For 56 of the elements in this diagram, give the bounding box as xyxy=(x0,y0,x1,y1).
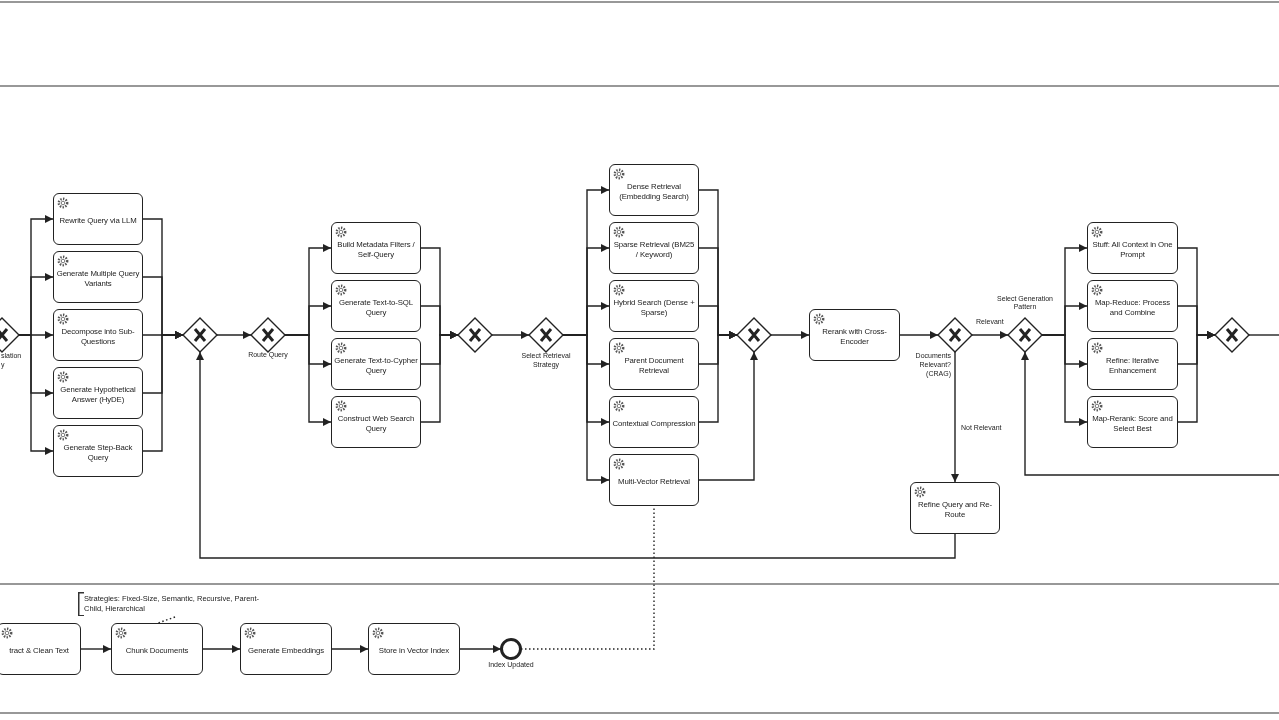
task-box xyxy=(331,280,421,332)
gateway-diamond xyxy=(1006,316,1044,354)
task-box xyxy=(53,309,143,361)
task-box xyxy=(368,623,460,675)
task-box xyxy=(240,623,332,675)
sequence-arrow xyxy=(770,331,810,339)
sequence-arrow xyxy=(420,331,459,423)
task-box xyxy=(331,338,421,390)
sequence-arrow xyxy=(562,334,610,484)
task-box xyxy=(609,280,699,332)
gateway-diamond xyxy=(249,316,287,354)
sequence-arrow xyxy=(18,334,54,455)
task-box xyxy=(1087,280,1178,332)
gateway-diamond xyxy=(936,316,974,354)
task-box xyxy=(53,193,143,245)
sequence-arrow xyxy=(80,645,112,653)
sequence-arrow xyxy=(1041,334,1088,426)
sequence-arrow xyxy=(899,331,939,339)
sequence-arrow xyxy=(1177,331,1216,423)
end-event-circle xyxy=(499,637,523,661)
gateway-diamond xyxy=(735,316,773,354)
sequence-arrow xyxy=(459,645,502,653)
gateway-diamond xyxy=(527,316,565,354)
sequence-arrow xyxy=(1021,351,1279,476)
task-box xyxy=(1087,396,1178,448)
task-box xyxy=(609,454,699,506)
gateway-diamond xyxy=(456,316,494,354)
sequence-arrow xyxy=(951,351,959,483)
task-box xyxy=(0,623,81,675)
gateway-diamond xyxy=(1213,316,1251,354)
task-box xyxy=(609,222,699,274)
sequence-arrow xyxy=(331,645,369,653)
task-box xyxy=(111,623,203,675)
task-box xyxy=(609,396,699,448)
sequence-arrow xyxy=(698,331,738,423)
sequence-arrow xyxy=(698,351,758,481)
task-box xyxy=(609,338,699,390)
task-box xyxy=(53,251,143,303)
sequence-arrow xyxy=(142,331,184,452)
task-box xyxy=(910,482,1000,534)
task-box xyxy=(53,425,143,477)
association-line xyxy=(157,616,176,624)
task-box xyxy=(609,164,699,216)
sequence-arrow xyxy=(216,331,252,339)
sequence-arrow xyxy=(971,331,1009,339)
sequence-arrow xyxy=(196,351,956,559)
sequence-arrow xyxy=(202,645,241,653)
sequence-arrow xyxy=(284,334,332,426)
task-box xyxy=(331,396,421,448)
task-box xyxy=(53,367,143,419)
task-box xyxy=(1087,222,1178,274)
task-box xyxy=(809,309,900,361)
task-box xyxy=(1087,338,1178,390)
task-box xyxy=(331,222,421,274)
gateway-diamond xyxy=(181,316,219,354)
sequence-arrow xyxy=(491,331,530,339)
